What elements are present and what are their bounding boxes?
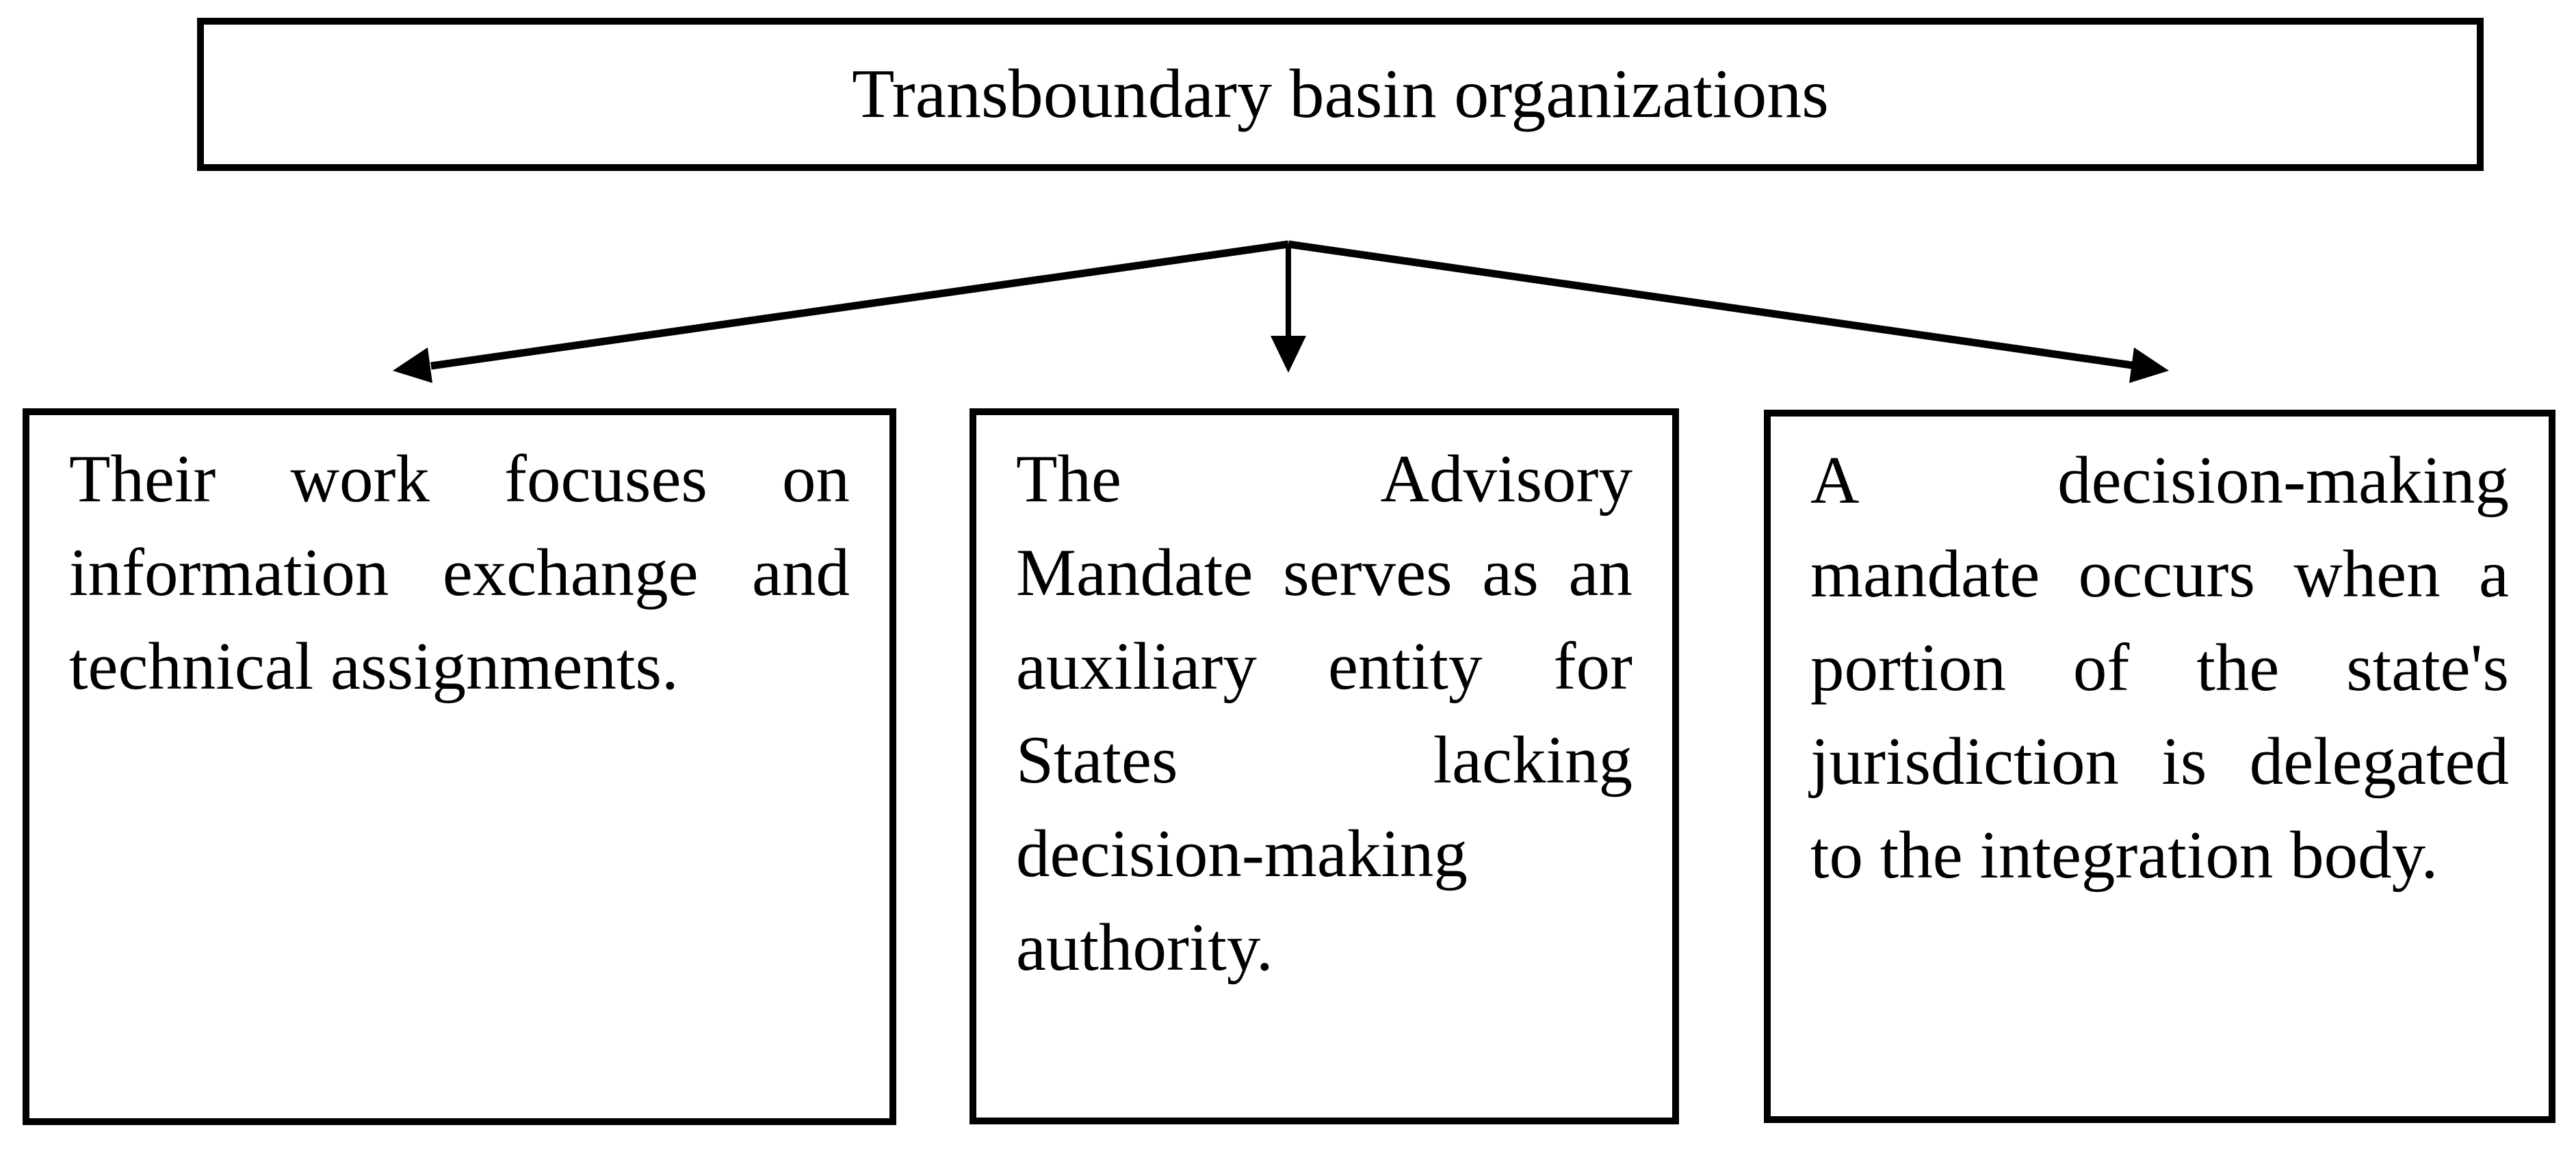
diagram-title: Transboundary basin organizations	[852, 55, 1829, 133]
text-line: The Advisory	[1016, 442, 1632, 516]
arrow-left-head-icon	[393, 347, 432, 383]
arrow-middle-head-icon	[1271, 336, 1306, 373]
text-line: mandate occurs when a	[1810, 537, 2509, 611]
arrow-right-shaft	[1288, 240, 2133, 369]
text-line: auxiliary entity for	[1016, 629, 1632, 704]
text-line: to the integration body.	[1810, 818, 2438, 893]
text-line: portion of the state's	[1810, 631, 2509, 705]
branch-box-technical: Their work focuses on information exchan…	[23, 408, 896, 1125]
text-line: technical assignments.	[69, 629, 679, 704]
arrow-left-shaft	[430, 240, 1289, 370]
branch-box-decision-making: A decision-making mandate occurs when a …	[1764, 410, 2555, 1123]
text-line: information exchange and	[69, 536, 850, 610]
text-line: States lacking	[1016, 723, 1632, 797]
text-line: decision-making	[1016, 817, 1468, 891]
text-line: authority.	[1016, 910, 1273, 985]
text-line: Mandate serves as an	[1016, 536, 1632, 610]
branch-box-advisory: The Advisory Mandate serves as an auxili…	[970, 408, 1679, 1124]
text-line: Their work focuses on	[69, 442, 850, 516]
text-line: jurisdiction is delegated	[1810, 724, 2509, 799]
arrow-right-head-icon	[2129, 347, 2169, 383]
text-line: A decision-making	[1810, 443, 2509, 518]
title-box: Transboundary basin organizations	[197, 18, 2484, 171]
